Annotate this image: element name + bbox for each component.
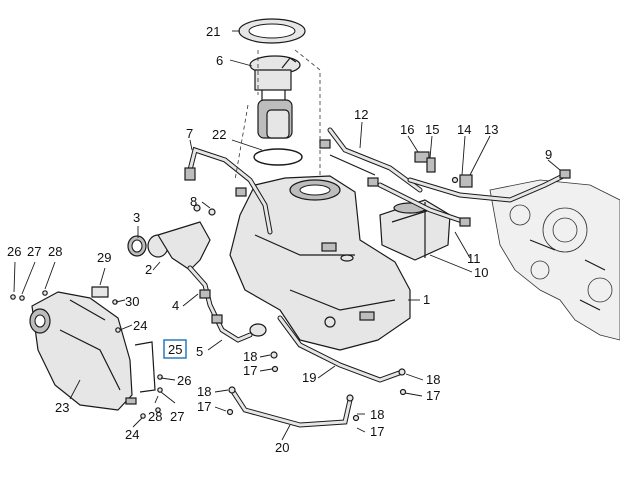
callout-18-right-top: 18: [426, 372, 440, 387]
callout-30: 30: [125, 294, 139, 309]
callout-25-highlight[interactable]: 25: [163, 339, 187, 359]
callout-25: 25: [168, 342, 182, 357]
callout-11: 11: [467, 251, 481, 266]
callout-18-mid: 18: [243, 349, 257, 364]
bracket-29: [91, 286, 109, 298]
fuel-pump-unit: [249, 55, 301, 139]
callout-18-right-bottom: 18: [370, 407, 384, 422]
clamp-15: [426, 157, 436, 173]
callout-17-left: 17: [197, 399, 211, 414]
callout-24-top: 24: [133, 318, 147, 333]
clamp-13: [459, 174, 473, 188]
callout-15: 15: [425, 122, 439, 137]
callout-20: 20: [275, 440, 289, 455]
bracket-25: [134, 341, 156, 393]
callout-17-mid: 17: [243, 363, 257, 378]
filler-neck: [127, 221, 211, 271]
pump-gasket: [253, 148, 303, 166]
callout-27-bottom: 27: [170, 409, 184, 424]
callout-3: 3: [133, 210, 140, 225]
callout-18-left: 18: [197, 384, 211, 399]
auxiliary-tank: [29, 291, 137, 411]
engine-assembly: [489, 179, 620, 341]
evap-canister: [379, 199, 451, 261]
assembly-guide-pump: [257, 49, 321, 175]
callout-9: 9: [545, 147, 552, 162]
callout-6: 6: [216, 53, 223, 68]
clamp-16: [414, 151, 430, 163]
callout-13: 13: [484, 122, 498, 137]
tank-strap-20: [229, 387, 353, 428]
callout-26-top: 26: [7, 244, 21, 259]
callout-21: 21: [206, 24, 220, 39]
callout-19: 19: [302, 370, 316, 385]
callout-24-bottom: 24: [125, 427, 139, 442]
callout-7: 7: [186, 126, 193, 141]
callout-12: 12: [354, 107, 368, 122]
callout-22: 22: [212, 127, 226, 142]
fuel-tank: [229, 175, 411, 351]
callout-23: 23: [55, 400, 69, 415]
callout-10: 10: [474, 265, 488, 280]
callout-26-bottom: 26: [177, 373, 191, 388]
callout-17-right-bottom: 17: [370, 424, 384, 439]
callout-4: 4: [172, 298, 179, 313]
callout-27-top: 27: [27, 244, 41, 259]
callout-2: 2: [145, 262, 152, 277]
callout-1: 1: [423, 292, 430, 307]
callout-17-right-top: 17: [426, 388, 440, 403]
pump-lock-ring: [238, 18, 306, 44]
highlight-box[interactable]: [163, 339, 187, 359]
callout-8: 8: [190, 194, 197, 209]
callout-14: 14: [457, 122, 471, 137]
callout-5: 5: [196, 344, 203, 359]
callout-28-bottom: 28: [148, 409, 162, 424]
leader-lines: [13, 30, 561, 441]
callout-16: 16: [400, 122, 414, 137]
callout-29: 29: [97, 250, 111, 265]
callout-28-top: 28: [48, 244, 62, 259]
